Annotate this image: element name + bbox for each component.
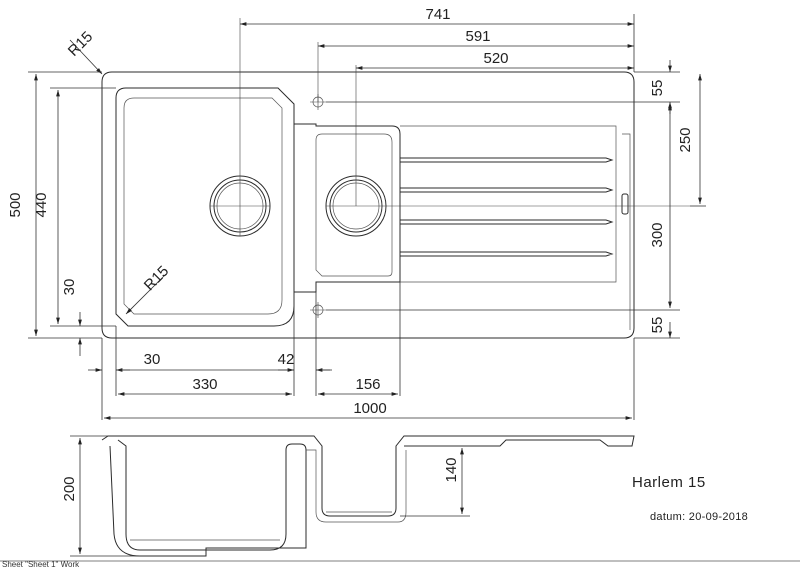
small-bowl-inner [315,133,393,277]
product-date: datum: 20-09-2018 [650,511,748,523]
small-bowl-section [306,449,407,523]
product-name: Harlem 15 [632,474,706,491]
large-bowl-outer [115,87,295,327]
drainer-outline [400,125,617,283]
dim-591: 591 [465,28,490,45]
large-bowl-section [109,439,307,557]
overflow-slot [621,193,629,215]
dim-55-top: 55 [649,80,666,97]
right-rim [622,133,631,330]
dim-300: 300 [649,222,666,247]
sheet-label: Sheet "Sheet 1" Work [2,560,80,568]
dim-520: 520 [483,50,508,67]
dim-330: 330 [192,376,217,393]
dim-500: 500 [7,192,24,217]
small-bowl-outer [294,123,401,293]
dimensions: 741 591 520 R15 500 440 30 R15 55 250 [7,6,706,420]
dim-200: 200 [61,476,78,501]
section-outline [101,435,635,517]
dim-250: 250 [677,127,694,152]
dim-1000: 1000 [353,400,386,417]
dim-30-bottom: 30 [144,351,161,368]
dim-440: 440 [33,192,50,217]
drainer-grooves [400,157,614,257]
dim-42: 42 [278,351,295,368]
dim-741: 741 [425,6,450,23]
plan-view [101,18,690,339]
section-view: 200 140 [61,435,635,557]
dim-r15-top: R15 [65,28,96,59]
sink-outline [101,71,635,339]
large-bowl-inner [123,97,283,315]
dim-r15-inner: R15 [141,263,172,294]
dim-156: 156 [355,376,380,393]
dim-30-left: 30 [61,279,78,296]
dim-140: 140 [443,457,460,482]
dim-55-bottom: 55 [649,317,666,334]
tap-hole-bottom [310,302,326,318]
